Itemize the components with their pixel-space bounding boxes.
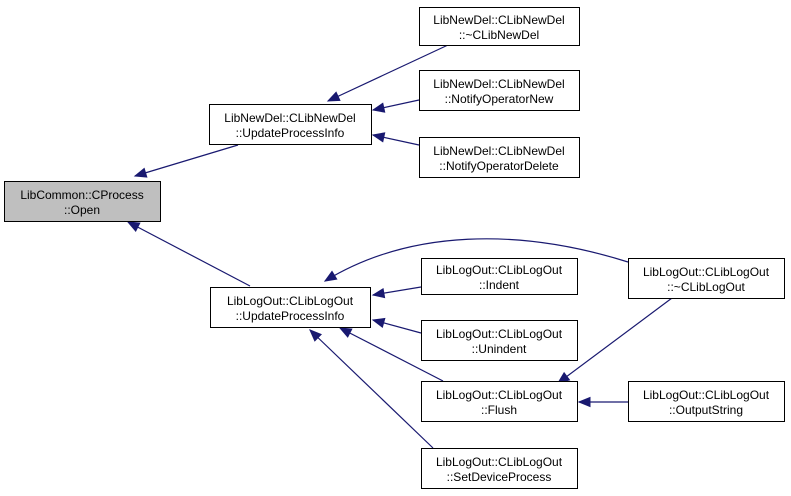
arrow-head (371, 317, 386, 329)
edge-line (557, 297, 673, 384)
edge-nd_del-to-nd_upd (371, 132, 420, 146)
node-label-line2: ::UpdateProcessInfo (236, 126, 345, 140)
arrow-head (309, 329, 322, 342)
node-label-line2: ::Flush (481, 403, 517, 417)
edge-lo_setdev-to-lo_upd (309, 329, 434, 449)
node-label-line2: ::Open (64, 203, 100, 217)
arrow-head (326, 91, 341, 102)
node-box[interactable] (421, 381, 578, 422)
edge-lo_dtor-to-lo_upd (323, 238, 629, 282)
node-box[interactable] (421, 258, 578, 295)
node-lo-unindent[interactable]: LibLogOut::CLibLogOut::Unindent (421, 320, 578, 361)
edge-line (309, 329, 434, 449)
edge-line (127, 221, 251, 287)
node-label-line1: LibLogOut::CLibLogOut (436, 263, 563, 277)
node-lo-upd[interactable]: LibLogOut::CLibLogOut::UpdateProcessInfo (210, 287, 371, 328)
node-label-line2: ::Unindent (472, 342, 527, 356)
nodes-layer: LibCommon::CProcess::Open LibNewDel::CLib… (4, 7, 785, 489)
node-label-line2: ::~CLibNewDel (459, 28, 539, 42)
node-lo-setdev[interactable]: LibLogOut::CLibLogOut::SetDeviceProcess (421, 448, 578, 489)
node-box[interactable] (4, 181, 161, 222)
arrow-head (371, 287, 386, 299)
node-box[interactable] (421, 320, 578, 361)
arrow-head (323, 270, 338, 282)
arrow-head (371, 132, 386, 143)
node-label-line2: ::~CLibLogOut (667, 280, 745, 294)
node-label-line1: LibLogOut::CLibLogOut (436, 455, 563, 469)
arrow-head (133, 167, 148, 178)
node-box[interactable] (419, 137, 580, 178)
edge-line (324, 238, 629, 282)
node-label-line2: ::UpdateProcessInfo (236, 309, 345, 323)
node-box[interactable] (421, 448, 578, 489)
arrow-head (126, 221, 141, 232)
node-label-line2: ::OutputString (669, 403, 743, 417)
node-label-line1: LibCommon::CProcess (20, 188, 143, 202)
edge-nd_upd-to-root (133, 144, 239, 178)
node-label-line1: LibNewDel::CLibNewDel (433, 13, 564, 27)
node-label-line1: LibLogOut::CLibLogOut (643, 388, 770, 402)
node-root[interactable]: LibCommon::CProcess::Open (4, 181, 161, 222)
arrow-head (577, 396, 591, 408)
node-label-line2: ::Indent (479, 278, 520, 292)
node-box[interactable] (209, 104, 372, 145)
edges-layer (126, 44, 673, 449)
node-box[interactable] (419, 7, 580, 46)
edge-line (339, 327, 444, 382)
edge-lo_unindent-to-lo_upd (371, 317, 422, 334)
edge-lo_indent-to-lo_upd (371, 286, 422, 299)
node-lo-out[interactable]: LibLogOut::CLibLogOut::OutputString (628, 381, 785, 422)
edge-line (134, 144, 239, 177)
edge-nd_dtor-to-nd_upd (326, 44, 449, 102)
node-label-line2: ::SetDeviceProcess (447, 470, 552, 484)
node-box[interactable] (628, 258, 785, 299)
edge-lo_upd-to-root (126, 221, 251, 287)
node-box[interactable] (628, 381, 785, 422)
node-box[interactable] (419, 70, 580, 111)
node-nd-new[interactable]: LibNewDel::CLibNewDel::NotifyOperatorNew (419, 70, 580, 111)
node-lo-flush[interactable]: LibLogOut::CLibLogOut::Flush (421, 381, 578, 422)
edge-lo_flush-to-lo_upd (338, 327, 444, 382)
node-label-line1: LibNewDel::CLibNewDel (433, 144, 564, 158)
node-label-line1: LibLogOut::CLibLogOut (436, 327, 563, 341)
node-label-line1: LibLogOut::CLibLogOut (436, 388, 563, 402)
node-label-line1: LibLogOut::CLibLogOut (227, 294, 354, 308)
edge-lo_out-to-lo_flush (577, 396, 628, 408)
node-label-line1: LibLogOut::CLibLogOut (643, 265, 770, 279)
node-label-line1: LibNewDel::CLibNewDel (433, 77, 564, 91)
node-nd-del[interactable]: LibNewDel::CLibNewDel::NotifyOperatorDel… (419, 137, 580, 178)
node-lo-indent[interactable]: LibLogOut::CLibLogOut::Indent (421, 258, 578, 295)
arrow-head (371, 102, 386, 113)
node-box[interactable] (210, 287, 371, 328)
node-label-line2: ::NotifyOperatorDelete (439, 159, 559, 173)
node-nd-upd[interactable]: LibNewDel::CLibNewDel::UpdateProcessInfo (209, 104, 372, 145)
edge-nd_new-to-nd_upd (371, 99, 420, 113)
node-label-line1: LibNewDel::CLibNewDel (224, 111, 355, 125)
node-lo-dtor[interactable]: LibLogOut::CLibLogOut::~CLibLogOut (628, 258, 785, 299)
edge-line (327, 44, 449, 102)
node-label-line2: ::NotifyOperatorNew (445, 92, 554, 106)
arrow-head (338, 327, 353, 338)
node-nd-dtor[interactable]: LibNewDel::CLibNewDel::~CLibNewDel (419, 7, 580, 46)
